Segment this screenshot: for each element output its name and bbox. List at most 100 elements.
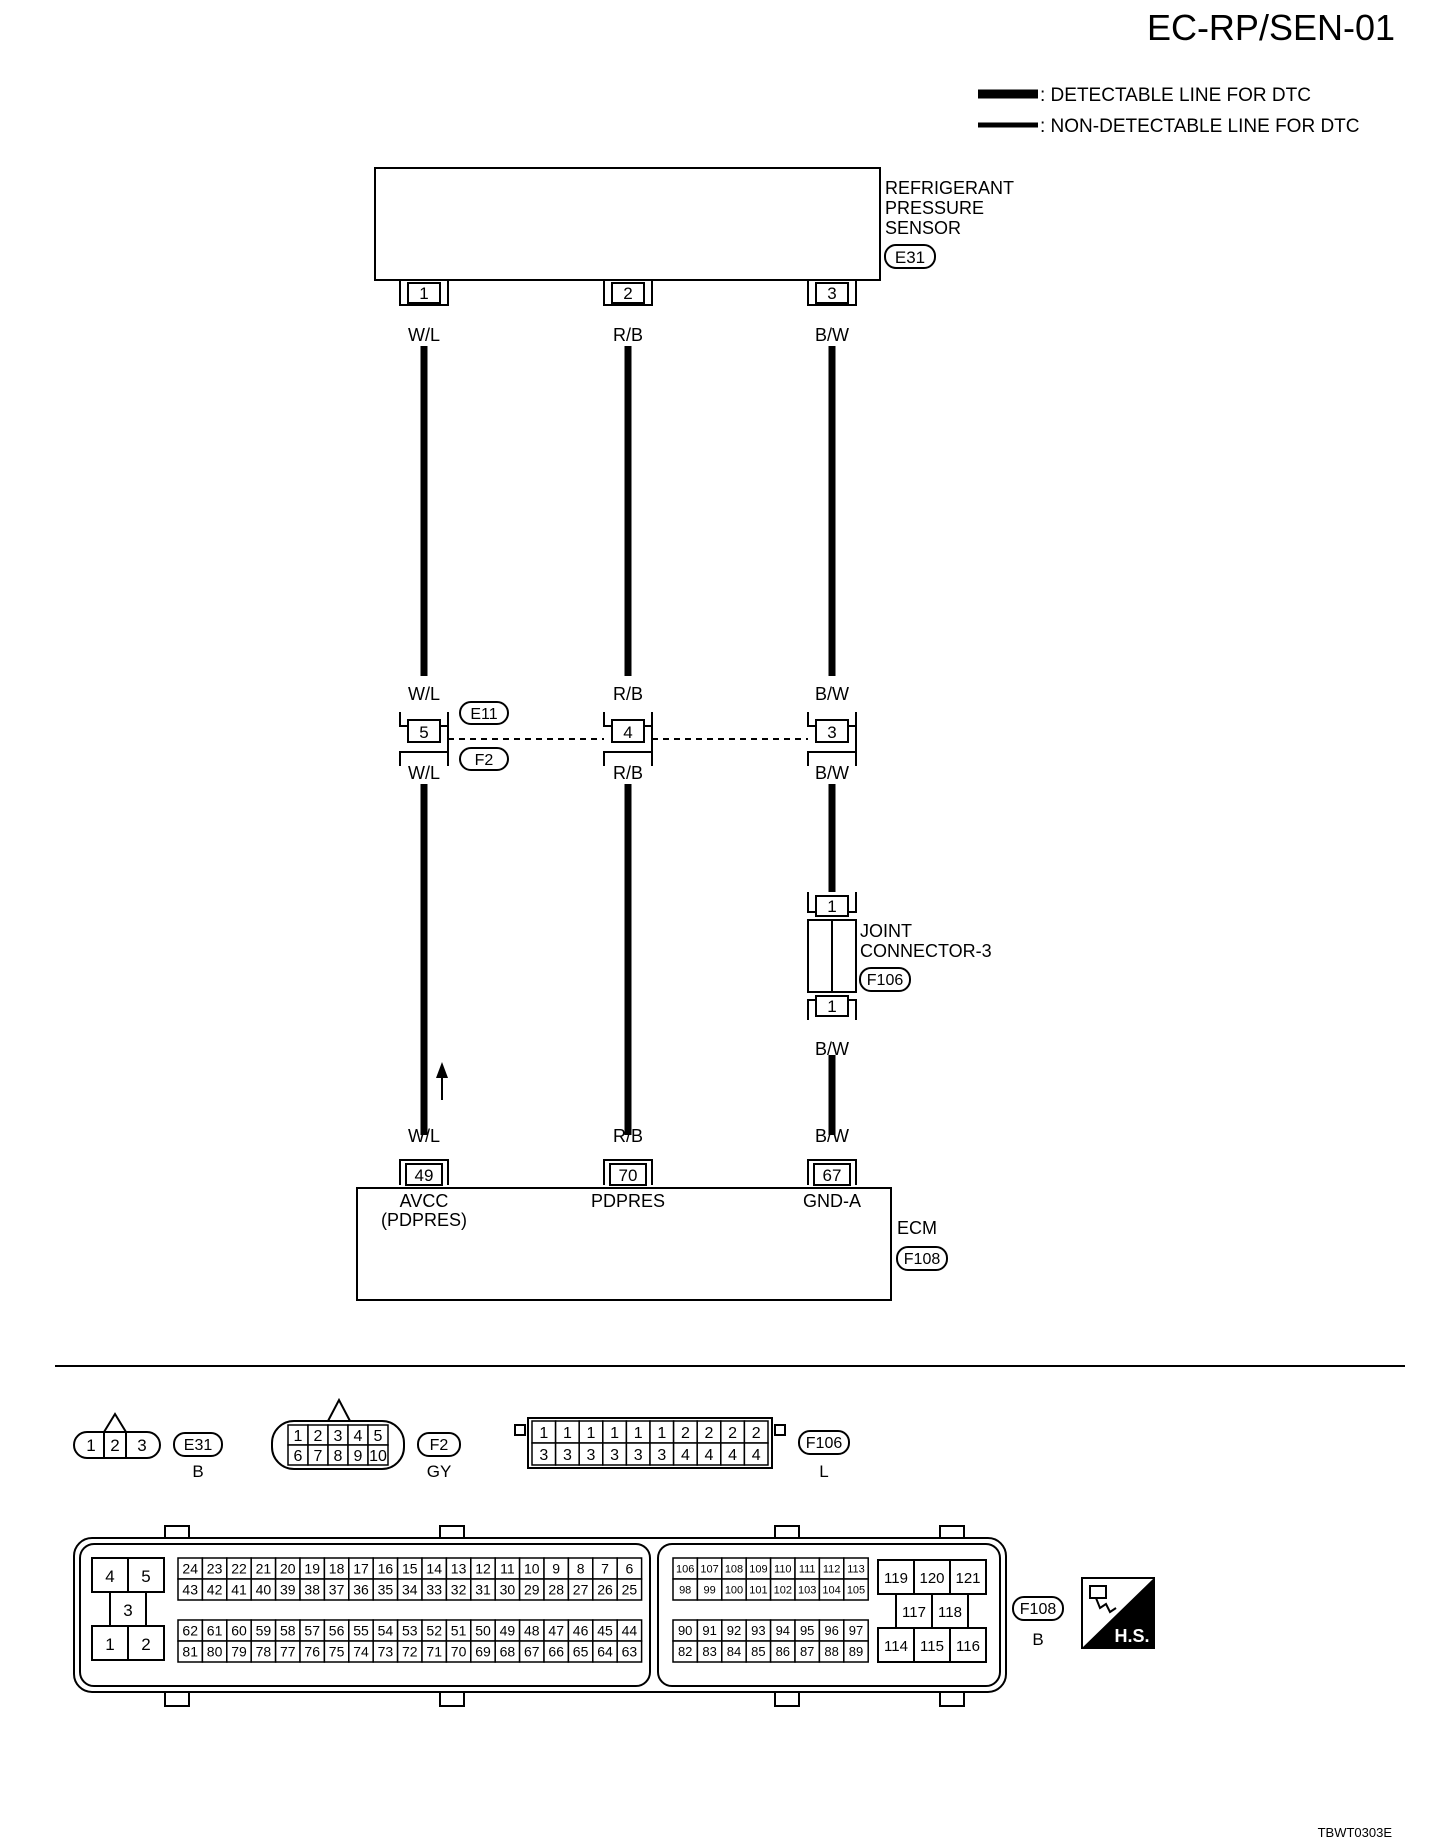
f106-latch-left [514, 1424, 526, 1436]
pin-number: 4 [705, 1447, 714, 1464]
pin-number: 34 [402, 1582, 418, 1598]
ecm-pin-67-number: 67 [823, 1166, 842, 1185]
f108-pin-117: 117 [902, 1604, 926, 1621]
f108-pin-115: 115 [920, 1638, 944, 1655]
pin-number: 5 [374, 1428, 383, 1445]
pin-cell [616, 1640, 643, 1663]
pin-number: 55 [353, 1623, 369, 1639]
e31-color: B [192, 1462, 203, 1481]
wire-label-w-l-4: W/L [408, 1126, 440, 1146]
pin-number: 24 [182, 1561, 198, 1577]
f108-right-block [657, 1543, 1001, 1687]
wire-label-r-b-2: R/B [613, 684, 643, 704]
e31-id: E31 [184, 1437, 213, 1454]
wire-label-b-w-1: B/W [815, 325, 849, 345]
legend: : DETECTABLE LINE FOR DTC : NON-DETECTAB… [978, 85, 1360, 137]
pin-number: 4 [728, 1447, 737, 1464]
pin-number: 76 [304, 1644, 320, 1660]
harness-pin-4-number: 4 [623, 723, 632, 742]
pin-number: 3 [334, 1428, 343, 1445]
joint-connector-name-1: JOINT [860, 921, 912, 941]
pin-number: 94 [776, 1623, 790, 1638]
sensor-name-line-2: PRESSURE [885, 198, 984, 218]
pin-number: 95 [800, 1623, 814, 1638]
e31-key-icon [103, 1412, 127, 1433]
pin-number: 65 [573, 1644, 589, 1660]
f106-color: L [819, 1462, 828, 1481]
pin-number: 64 [597, 1644, 613, 1660]
joint-bottom-pin-box [815, 995, 849, 1017]
pin-number: 98 [679, 1584, 691, 1596]
f108-large-pins: 119 120 121 117 118 114 115 116 [877, 1559, 987, 1663]
pin-number: 2 [314, 1428, 323, 1445]
pin-number: 4 [354, 1428, 363, 1445]
sensor-connector-id: E31 [895, 248, 925, 267]
pin-number: 6 [294, 1448, 303, 1465]
pin-number: 81 [182, 1644, 198, 1660]
pin-number: 106 [676, 1563, 694, 1575]
e31-housing [73, 1431, 161, 1459]
pin-number: 62 [182, 1623, 198, 1639]
sensor-pin-1: 1 [399, 280, 449, 306]
pin-number: 1 [610, 1425, 619, 1442]
pin-number: 39 [280, 1582, 296, 1598]
pin-number: 19 [304, 1561, 320, 1577]
f108-id-badge [1012, 1596, 1064, 1621]
pin-number: 11 [500, 1561, 515, 1577]
pin-number: 45 [597, 1623, 613, 1639]
joint-connector-badge [859, 967, 911, 992]
pin-number: 84 [727, 1644, 741, 1659]
pin-number: 7 [601, 1561, 609, 1577]
pin-number: 1 [634, 1425, 643, 1442]
pin-number: 26 [597, 1582, 613, 1598]
pin-number: 4 [681, 1447, 690, 1464]
pin-number: 71 [426, 1644, 442, 1660]
pin-number: 16 [378, 1561, 394, 1577]
pin-cell [367, 1444, 389, 1466]
pin-number: 105 [847, 1584, 865, 1596]
pin-number: 88 [824, 1644, 838, 1659]
pin-number: 41 [231, 1582, 247, 1598]
pin-number: 21 [256, 1561, 272, 1577]
f106-id-badge [798, 1430, 850, 1455]
wire-r-b: R/B R/B R/B R/B [613, 325, 643, 1146]
pin-number: 23 [207, 1561, 223, 1577]
pin-number: 51 [451, 1623, 467, 1639]
pin-number: 80 [207, 1644, 223, 1660]
pin-number: 3 [539, 1447, 548, 1464]
pin-number: 9 [354, 1448, 363, 1465]
pin-number: 37 [329, 1582, 345, 1598]
f108-pin-1: 1 [105, 1635, 114, 1654]
pin-number: 63 [622, 1644, 638, 1660]
pin-number: 99 [703, 1584, 715, 1596]
page-title: EC-RP/SEN-01 [1147, 7, 1395, 48]
pin-cell [843, 1578, 869, 1601]
pin-number: 75 [329, 1644, 345, 1660]
e31-pin-1: 1 [86, 1436, 95, 1455]
pin-number: 3 [563, 1447, 572, 1464]
pin-number: 69 [475, 1644, 491, 1660]
pin-number: 109 [749, 1563, 767, 1575]
wire-label-w-l-3: W/L [408, 763, 440, 783]
pin-number: 46 [573, 1623, 589, 1639]
ecm-terminal-pdpres: PDPRES [591, 1191, 665, 1211]
pin-number: 35 [378, 1582, 394, 1598]
wire-label-b-w-3: B/W [815, 763, 849, 783]
wire-label-b-w-2: B/W [815, 684, 849, 704]
pin-number: 44 [622, 1623, 638, 1639]
f108-color: B [1032, 1630, 1043, 1649]
wire-label-w-l-1: W/L [408, 325, 440, 345]
pin-number: 28 [548, 1582, 564, 1598]
pin-number: 20 [280, 1561, 296, 1577]
pin-number: 93 [751, 1623, 765, 1638]
pin-number: 8 [334, 1448, 343, 1465]
pin-cell [616, 1578, 643, 1601]
pin-number: 108 [725, 1563, 743, 1575]
pin-number: 32 [451, 1582, 467, 1598]
pin-number: 60 [231, 1623, 247, 1639]
pin-number: 2 [728, 1425, 737, 1442]
pin-number: 89 [849, 1644, 863, 1659]
